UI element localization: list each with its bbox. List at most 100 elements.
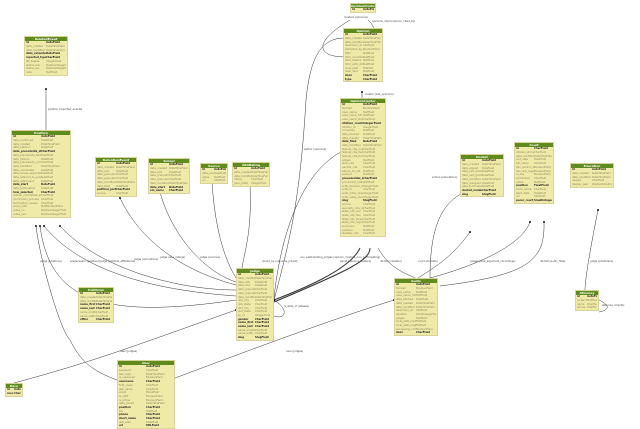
- field-name: date_interim: [13, 157, 30, 161]
- field-name: id: [352, 8, 355, 12]
- field-name: date_termination: [13, 187, 36, 191]
- field-type: DateField: [214, 172, 226, 176]
- field-type: AutoField: [96, 292, 111, 296]
- field-type: DateField: [41, 187, 54, 191]
- field-row: durationSmallIntegerField: [395, 313, 437, 317]
- field-type: BooleanField: [416, 327, 433, 331]
- field-name: date_created: [150, 167, 168, 171]
- table-title: OpinionCluster: [351, 4, 375, 9]
- field-type: DateTimeField: [251, 171, 268, 175]
- field-type: AutoField: [41, 135, 56, 139]
- field-type: TextField: [363, 55, 375, 59]
- field-name: local_path: [345, 66, 359, 70]
- table-title: Docket: [461, 155, 503, 160]
- field-type: BooleanField: [534, 169, 551, 173]
- field-type: PositiveIntegerField: [41, 212, 67, 216]
- field-name: citation_id: [342, 125, 356, 129]
- field-type: CharField: [587, 306, 597, 310]
- link-label: joined_by (opinions_joined): [261, 259, 297, 263]
- field-name: date_created: [234, 171, 251, 175]
- field-type: SmallIntegerField: [416, 312, 436, 316]
- field-type: DateTimeField: [416, 301, 435, 305]
- field-name: name_suffix: [80, 314, 96, 318]
- field-row: date_granularity_dodCharField: [237, 292, 273, 296]
- field-type: DateTimeField: [482, 163, 501, 167]
- field-type: DateTimeField: [169, 167, 188, 171]
- field-type: DateField: [534, 191, 547, 195]
- field-name: first_name: [119, 383, 133, 387]
- field-type: CharField: [255, 325, 269, 329]
- field-type: DateField: [41, 139, 54, 143]
- link-label: judge (positions): [39, 259, 62, 263]
- field-name: scdb_votes_minority: [342, 195, 363, 199]
- table-title: Politician: [79, 288, 113, 293]
- field-name: is_staff: [119, 394, 129, 398]
- field-row: precedential_statusCharField: [341, 177, 385, 181]
- field-name: scdb_decision_direction: [342, 184, 363, 188]
- field-type: TextField: [214, 175, 226, 179]
- field-type: DateField: [416, 298, 429, 302]
- field-name: date_election: [13, 146, 31, 150]
- field-row: date_granularity_dobCharField: [237, 288, 273, 292]
- field-type: CharField: [363, 147, 376, 151]
- field-type: DateTimeField: [363, 136, 382, 140]
- field-type: FileField: [416, 320, 427, 324]
- field-name: state_cite_two: [342, 214, 361, 218]
- field-name: source: [342, 202, 351, 206]
- field-type: DateField: [146, 420, 159, 424]
- field-name: precedential_status: [342, 177, 363, 181]
- field-row: date_recess_appointmentDateField: [12, 172, 70, 176]
- field-name: degree: [572, 179, 582, 183]
- table-title: Court: [515, 143, 553, 148]
- field-name: dod_city: [238, 306, 249, 310]
- field-name: date_granularity_end: [150, 174, 169, 178]
- field-name: posture: [342, 173, 352, 177]
- field-type: DateTimeField: [534, 154, 552, 158]
- field-name: plain_text: [345, 70, 358, 74]
- field-type: DateTimeField: [41, 164, 60, 168]
- field-name: notes: [202, 175, 210, 179]
- field-type: TextField: [416, 294, 428, 298]
- field-type: URLField: [146, 424, 159, 428]
- field-type: CharField: [96, 310, 109, 314]
- field-name: westlaw_cite: [342, 232, 359, 236]
- field-type: DateTimeField: [363, 143, 382, 147]
- field-name: date_modified: [234, 174, 251, 178]
- field-row: date_granularity_endCharField: [96, 173, 136, 177]
- field-type: CharField: [146, 387, 159, 391]
- field-name: date_modified: [396, 305, 415, 309]
- field-name: date_start: [97, 184, 111, 188]
- field-name: date_filed: [342, 140, 357, 144]
- field-name: political_party: [97, 188, 116, 192]
- field-type: DateTimeField: [251, 174, 268, 178]
- field-name: url: [119, 424, 124, 428]
- field-type: AutoField: [214, 168, 226, 172]
- field-name: voice_vote: [13, 205, 27, 209]
- field-name: note: [26, 70, 32, 74]
